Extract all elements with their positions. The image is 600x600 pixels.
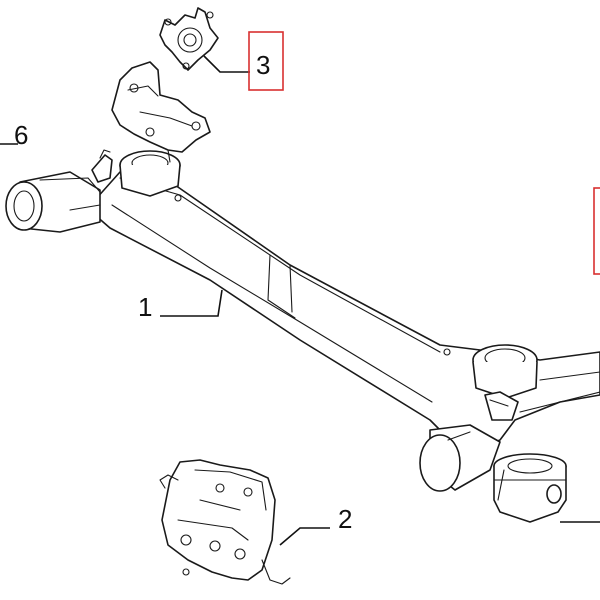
callout-6: 6: [14, 120, 28, 150]
leader-line-3: [203, 55, 250, 73]
callout-3: 3: [256, 50, 270, 80]
lower-mount-bracket: [159, 459, 291, 585]
leader-line-2: [279, 527, 330, 546]
callout-1: 1: [138, 292, 152, 322]
axle-bushing: [493, 453, 567, 523]
stub-axle-hub: [159, 7, 219, 71]
upper-mount-bracket: [111, 61, 211, 163]
callout-2: 2: [338, 504, 352, 534]
offpage-highlight-box: [593, 187, 600, 275]
rear-axle-beam: [5, 149, 600, 492]
callout-3-highlight-box: [248, 31, 284, 91]
leader-line-1: [160, 289, 223, 317]
